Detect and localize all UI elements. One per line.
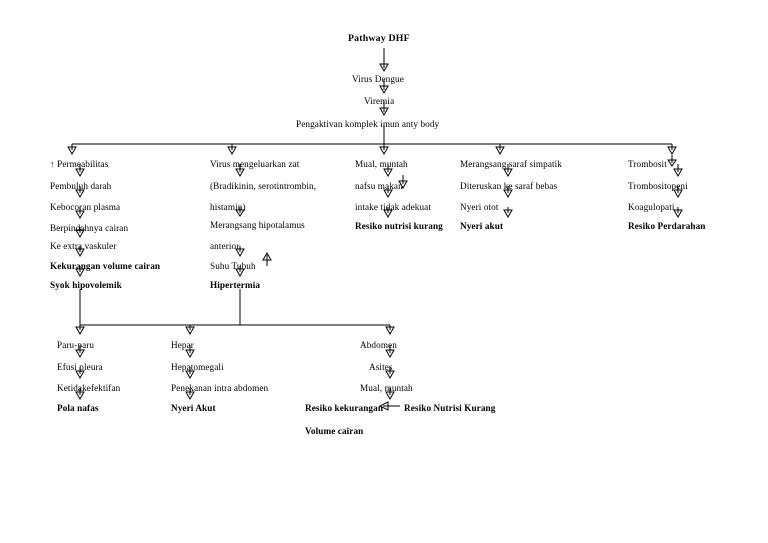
node-volume-cairan: Volume cairan [305,426,364,436]
node-anterior: anterior [210,241,240,251]
node-suhu-tubuh: Suhu Tubuh [210,261,256,271]
node-kekurangan-volume-cairan: Kekurangan volume cairan [50,261,161,271]
node-viremia: Viremia [364,96,395,106]
node-hepatomegali: Hepatomegali [171,362,224,372]
node-nyeri-akut-2: Nyeri Akut [171,403,216,413]
node-merangsang-hipotalamus: Merangsang hipotalamus [210,220,305,230]
node-syok-hipovolemik: Syok hipovolemik [50,280,122,290]
node-permeabilitas: ↑ Permeabilitas [50,159,109,169]
node-diteruskan-ke-saraf-bebas: Diteruskan ke saraf bebas [460,181,558,191]
node-paru-paru: Paru-paru [57,340,95,350]
node-efusi-pleura: Efusi pleura [57,362,103,372]
node-nyeri-otot: Nyeri otot [460,202,499,212]
node-nyeri-akut-1: Nyeri akut [460,221,504,231]
node-pola-nafas: Pola nafas [57,403,99,413]
node-ke-extra-vaskuler: Ke extra vaskuler [50,241,117,251]
node-trombosit: Trombosit [628,159,667,169]
node-resiko-nutrisi-kurang: Resiko nutrisi kurang [355,221,443,231]
node-abdomen: Abdomen [360,340,397,350]
node-mual-muntah-2: Mual, muntah [360,383,413,393]
node-ketidakefektifan: Ketidakefektifan [57,383,121,393]
arrow-up-glyph: ↑ [50,159,55,169]
node-resiko-perdarahan: Resiko Perdarahan [628,221,706,231]
node-merangsang-saraf-simpatik: Merangsang saraf simpatik [460,159,563,169]
node-bradikinin: (Bradikinin, serotintrombin, [210,181,317,191]
node-resiko-kekurangan: Resiko kekurangan [305,403,384,413]
node-pembuluh-darah: Pembuluh darah [50,181,112,191]
node-mual-muntah: Mual, muntah [355,159,408,169]
page-title: Pathway DHF [348,33,410,44]
node-penekanan-intra-abdomen: Penekanan intra abdomen [171,383,269,393]
node-koagulopati: Koagulopati [628,202,675,212]
node-hepar: Hepar [171,340,194,350]
node-asites: Asites [369,362,393,372]
node-hipertermia: Hipertermia [210,280,261,290]
node-pengaktivan-kompleks-imun: Pengaktivan komplek imun anty body [296,119,440,129]
node-resiko-nutrisi-kurang-2: Resiko Nutrisi Kurang [404,403,496,413]
node-virus-dengue: Virus Dengue [352,74,404,84]
node-histamin: histamin) [210,202,246,212]
node-berpindahnya-cairan: Berpindahnya cairan [50,223,129,233]
node-virus-mengeluarkan-zat: Virus mengeluarkan zat [210,159,300,169]
node-nafsu-makan: nafsu makan [355,181,403,191]
node-kebocoran-plasma: Kebocoran plasma [50,202,121,212]
node-trombositopeni: Trombositopeni [628,181,688,191]
node-intake-tidak-adekuat: intake tidak adekuat [355,202,431,212]
